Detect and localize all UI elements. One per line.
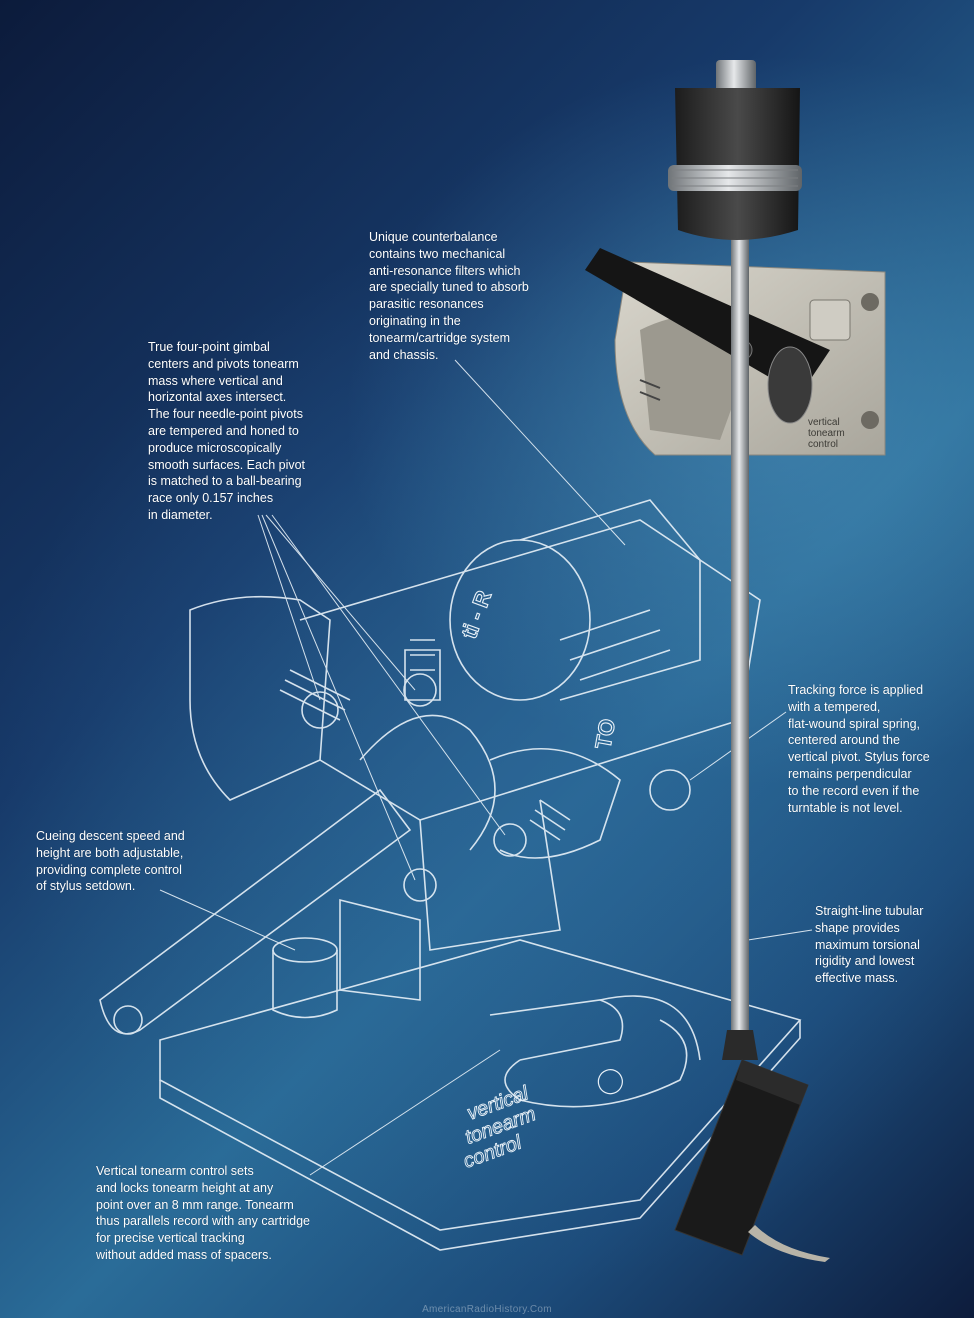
counterweight-lettering: ti - R: [456, 587, 496, 642]
tracking-force-caption: Tracking force is applied with a tempere…: [788, 683, 930, 815]
counterweight: [668, 60, 802, 240]
base-control-lettering: vertical tonearm control: [460, 1069, 623, 1173]
straight-tube-caption: Straight-line tubular shape provides max…: [815, 904, 924, 986]
inset-control-text-2: tonearm: [808, 428, 845, 439]
body-lettering: TO: [590, 717, 620, 751]
pivot-assembly-line-art: [99, 359, 813, 1251]
inset-control-text: vertical: [808, 417, 840, 428]
headshell: [674, 1059, 830, 1262]
vertical-control-caption: Vertical tonearm control sets and locks …: [96, 1164, 310, 1262]
watermark: AmericanRadioHistory.Com: [422, 1304, 552, 1315]
inset-control-text-3: control: [808, 439, 838, 450]
cueing-caption: Cueing descent speed and height are both…: [36, 829, 185, 894]
inset-control-plate: vertical tonearm control: [585, 248, 886, 456]
counterbalance-caption: Unique counterbalance contains two mecha…: [369, 230, 529, 362]
gimbal-caption: True four-point gimbal centers and pivot…: [148, 340, 306, 522]
tonearm-tube: [722, 215, 758, 1060]
